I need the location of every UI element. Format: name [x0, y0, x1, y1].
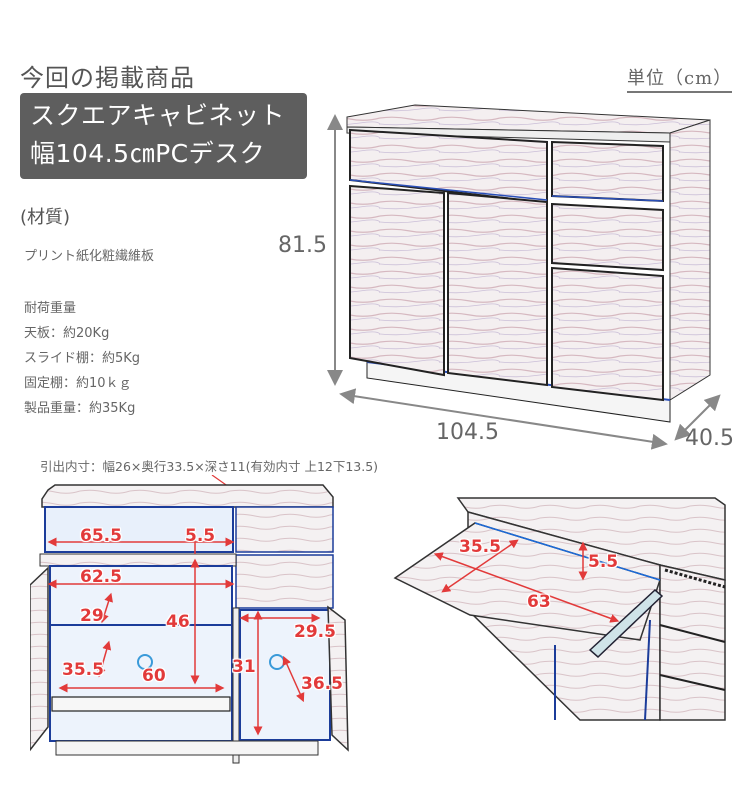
dimension-label: 31	[232, 657, 256, 677]
load-item: 製品重量：約35Kg	[24, 401, 136, 416]
dimension-label: 5.5	[185, 526, 216, 546]
dimension-label: 62.5	[80, 567, 122, 587]
material-value: プリント紙化粧繊維板	[24, 249, 155, 264]
dimension-label: 63	[527, 592, 551, 612]
dimension-label: 60	[142, 666, 166, 686]
product-name-badge: スクエアキャビネット 幅104.5㎝PCデスク	[20, 93, 307, 179]
dimension-label: 29.5	[294, 622, 336, 642]
cabinet-front-illustration	[327, 104, 721, 450]
product-name-line1: スクエアキャビネット	[30, 101, 286, 130]
material-title: (材質)	[20, 207, 71, 228]
dimension-label: 35.5	[459, 537, 501, 557]
load-item: 天板：約20Kg	[24, 326, 110, 341]
dimension-label: 46	[166, 612, 190, 632]
cabinet-interior-illustration	[30, 475, 349, 764]
slide-shelf-closeup	[393, 497, 726, 721]
unit-label: 単位（cm）	[627, 64, 733, 93]
dimension-label: 29	[80, 606, 104, 626]
load-item: スライド棚：約5Kg	[24, 351, 141, 366]
section-heading: 今回の掲載商品	[20, 64, 195, 92]
width-dimension: 104.5	[436, 420, 499, 445]
dimension-label: 65.5	[80, 526, 122, 546]
dimension-label: 5.5	[588, 552, 619, 572]
dimension-label: 35.5	[62, 660, 104, 680]
dimension-label: 36.5	[301, 674, 343, 694]
load-title: 耐荷重量	[24, 301, 77, 316]
product-name-line2: 幅104.5㎝PCデスク	[30, 139, 266, 168]
load-item: 固定棚：約10ｋｇ	[24, 376, 132, 391]
height-dimension: 81.5	[278, 233, 327, 258]
drawer-inner-dimensions-note: 引出内寸：幅26×奥行33.5×深さ11(有効内寸 上12下13.5)	[40, 459, 379, 474]
depth-dimension: 40.5	[685, 426, 734, 451]
